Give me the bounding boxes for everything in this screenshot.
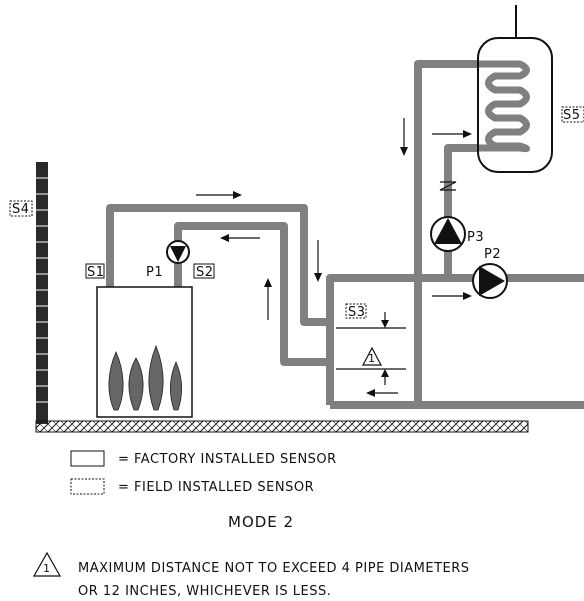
svg-text:S2: S2 — [196, 265, 214, 280]
legend-field-swatch — [70, 478, 105, 495]
legend-factory-swatch — [70, 450, 105, 467]
sensor-s2: S2 — [193, 263, 215, 280]
sensor-s4: S4 — [9, 200, 33, 217]
check-valve — [439, 181, 457, 191]
flame — [128, 357, 144, 411]
floor — [35, 420, 529, 433]
indirect-tank — [477, 37, 553, 173]
flame — [108, 351, 124, 411]
svg-text:S5: S5 — [563, 108, 581, 123]
note-line-2: OR 12 INCHES, WHICHEVER IS LESS. — [78, 584, 331, 599]
pump-p1 — [166, 240, 190, 264]
wall — [36, 162, 48, 424]
note: 1 MAXIMUM DISTANCE NOT TO EXCEED 4 PIPE … — [32, 551, 470, 599]
svg-text:S1: S1 — [87, 265, 105, 280]
note-marker: 1 — [368, 352, 376, 365]
flame — [170, 360, 182, 411]
flow-arrows — [196, 118, 472, 397]
svg-text:S3: S3 — [348, 305, 366, 320]
note-marker-label: 1 — [43, 562, 51, 575]
svg-text:S4: S4 — [12, 202, 30, 217]
pump-label-p3: P3 — [467, 230, 484, 245]
pump-label-p1: P1 — [146, 265, 163, 280]
mode-title: MODE 2 — [228, 513, 294, 531]
flame — [148, 344, 164, 411]
pump-label-p2: P2 — [484, 247, 501, 262]
dimension-s3: 1 — [336, 312, 406, 385]
legend: = FACTORY INSTALLED SENSOR = FIELD INSTA… — [70, 450, 337, 495]
sensor-s1: S1 — [85, 263, 105, 280]
legend-field-label: = FIELD INSTALLED SENSOR — [118, 480, 314, 495]
pump-p2 — [472, 263, 508, 299]
sensor-s3: S3 — [345, 303, 367, 320]
sensor-s5: S5 — [561, 106, 584, 123]
boiler — [96, 286, 193, 418]
note-line-1: MAXIMUM DISTANCE NOT TO EXCEED 4 PIPE DI… — [78, 561, 470, 576]
legend-factory-label: = FACTORY INSTALLED SENSOR — [118, 452, 337, 467]
pump-p3 — [430, 216, 466, 252]
